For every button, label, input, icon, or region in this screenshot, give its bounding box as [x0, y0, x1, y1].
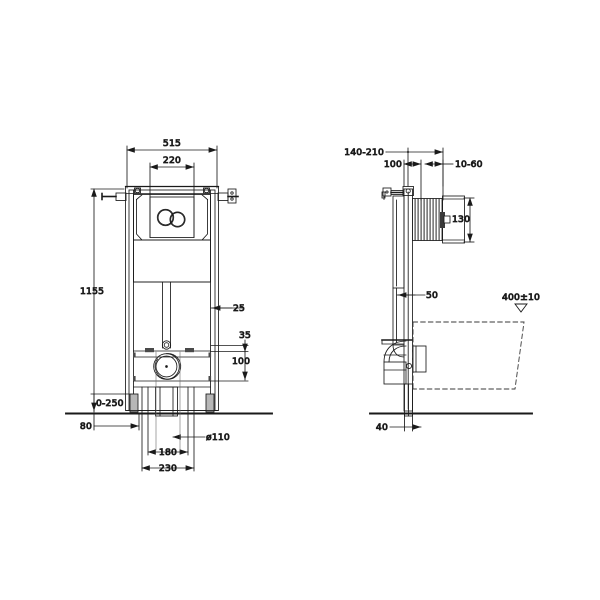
side-pan-bracket: [383, 340, 427, 385]
dim-label-80: 80: [80, 421, 92, 432]
dim-outer-spacing-230: 230: [141, 386, 195, 474]
side-waste-pipe: [404, 383, 413, 417]
side-frame-profile: [402, 186, 414, 412]
dim-waste-diameter: ø110: [172, 432, 230, 443]
dim-floor-offset-80: 80: [79, 412, 140, 432]
dim-plate-width-220: 220: [149, 155, 195, 198]
dim-waste-40: 40: [375, 412, 422, 433]
dim-label-180: 180: [159, 447, 177, 458]
dim-side-100: 100: [383, 159, 422, 201]
wc-pan-outline: [412, 321, 525, 390]
dim-plate-height-130: 130: [452, 197, 475, 243]
dim-label-1155: 1155: [80, 286, 104, 297]
dim-bowl-height-400: 400±10: [502, 292, 540, 313]
dim-rail-50: 50: [396, 290, 438, 301]
dim-label-diameter-110: ø110: [206, 432, 230, 443]
dim-foot-adjust-0-250: 0-250: [90, 393, 130, 413]
dim-label-35: 35: [239, 330, 251, 341]
flush-plate-block: [412, 195, 465, 244]
dim-label-40: 40: [376, 422, 388, 433]
dim-overall-height-1155: 1155: [80, 188, 125, 412]
dim-wall-gap-10-60: 10-60: [424, 159, 483, 201]
wall-brackets-front: [101, 187, 239, 204]
mid-rails: [133, 348, 212, 388]
dim-label-50: 50: [426, 290, 438, 301]
dim-depth-25: 25: [210, 303, 245, 314]
frame-feet: [126, 393, 218, 413]
front-elevation-view: 515 220 1155 25 35: [65, 138, 273, 474]
cistern-body: [133, 194, 211, 283]
dim-offset-100: 100: [210, 351, 250, 382]
dim-overall-width-515: 515: [126, 138, 218, 189]
dim-label-25: 25: [233, 303, 245, 314]
dim-label-100: 100: [232, 356, 250, 367]
waste-pipe-front: [155, 386, 178, 417]
front-extension-lines: [155, 351, 181, 451]
dim-label-10-60: 10-60: [455, 159, 483, 170]
dim-label-230: 230: [159, 463, 177, 474]
side-wall-bracket: [381, 187, 404, 200]
dim-label-515: 515: [163, 138, 181, 149]
front-frame-outline: [124, 185, 220, 411]
dim-label-140-210: 140-210: [344, 147, 384, 158]
dim-offset-35: 35: [210, 330, 251, 353]
side-elevation-view: 140-210 100 10-60 130 50: [344, 147, 541, 434]
dim-label-0-250: 0-250: [96, 398, 124, 409]
flush-pipe: [161, 281, 172, 350]
dim-label-220: 220: [163, 155, 181, 166]
dim-label-130: 130: [452, 214, 470, 225]
side-cistern-profile: [392, 195, 405, 358]
dim-label-400: 400±10: [502, 292, 540, 303]
dim-bolt-spacing-180: 180: [147, 386, 189, 458]
dim-label-side-100: 100: [384, 159, 402, 170]
